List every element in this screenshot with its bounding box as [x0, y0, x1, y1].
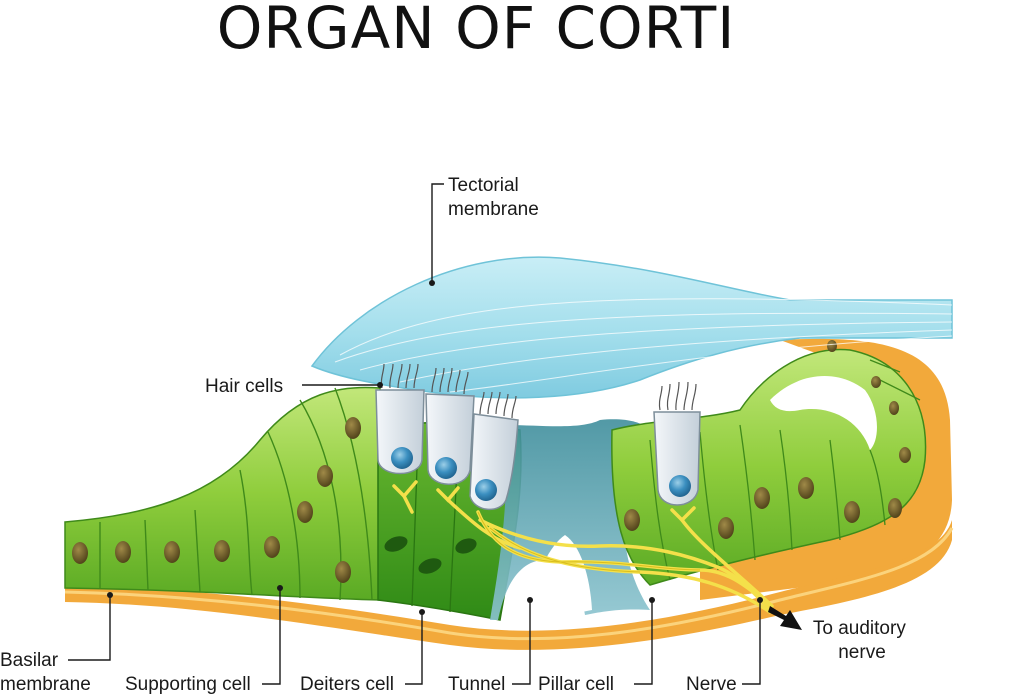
label-to-auditory-nerve-line2: nerve: [838, 642, 886, 663]
to-auditory-nerve-arrow: [768, 606, 802, 630]
label-tectorial-membrane: Tectorial membrane: [448, 175, 539, 220]
label-to-auditory-nerve-line1: To auditory: [813, 618, 906, 639]
basilar-membrane: [65, 520, 952, 650]
label-tectorial-membrane-line2: membrane: [448, 199, 539, 220]
hair-cells: [375, 363, 701, 510]
label-basilar-membrane-line2: membrane: [0, 674, 91, 695]
deiters-cell-nuclei: [384, 536, 477, 574]
label-leaders: [68, 183, 763, 685]
label-basilar-membrane: Basilar membrane: [0, 650, 91, 695]
label-to-auditory-nerve: To auditory nerve: [813, 618, 911, 663]
label-supporting-cell: Supporting cell: [125, 674, 251, 695]
hair-cell: [653, 381, 701, 506]
label-hair-cells: Hair cells: [205, 376, 283, 397]
supporting-cell-nuclei: [72, 417, 361, 583]
label-nerve: Nerve: [686, 674, 737, 695]
label-pillar-cell: Pillar cell: [538, 674, 614, 695]
hair-cell: [469, 391, 519, 510]
supporting-cell-mass-left: [64, 386, 381, 601]
hair-cell: [425, 367, 475, 485]
hair-cell: [375, 363, 425, 475]
label-deiters-cell: Deiters cell: [300, 674, 394, 695]
label-tunnel: Tunnel: [448, 674, 505, 695]
tunnel: [530, 535, 592, 614]
diagram-title: ORGAN OF CORTI: [217, 0, 736, 62]
right-cell-nuclei: [624, 340, 911, 539]
supporting-cell-borders: [99, 387, 373, 601]
label-tectorial-membrane-line1: Tectorial: [448, 175, 519, 196]
label-basilar-membrane-line1: Basilar: [0, 650, 59, 671]
tectorial-membrane: [310, 256, 953, 399]
